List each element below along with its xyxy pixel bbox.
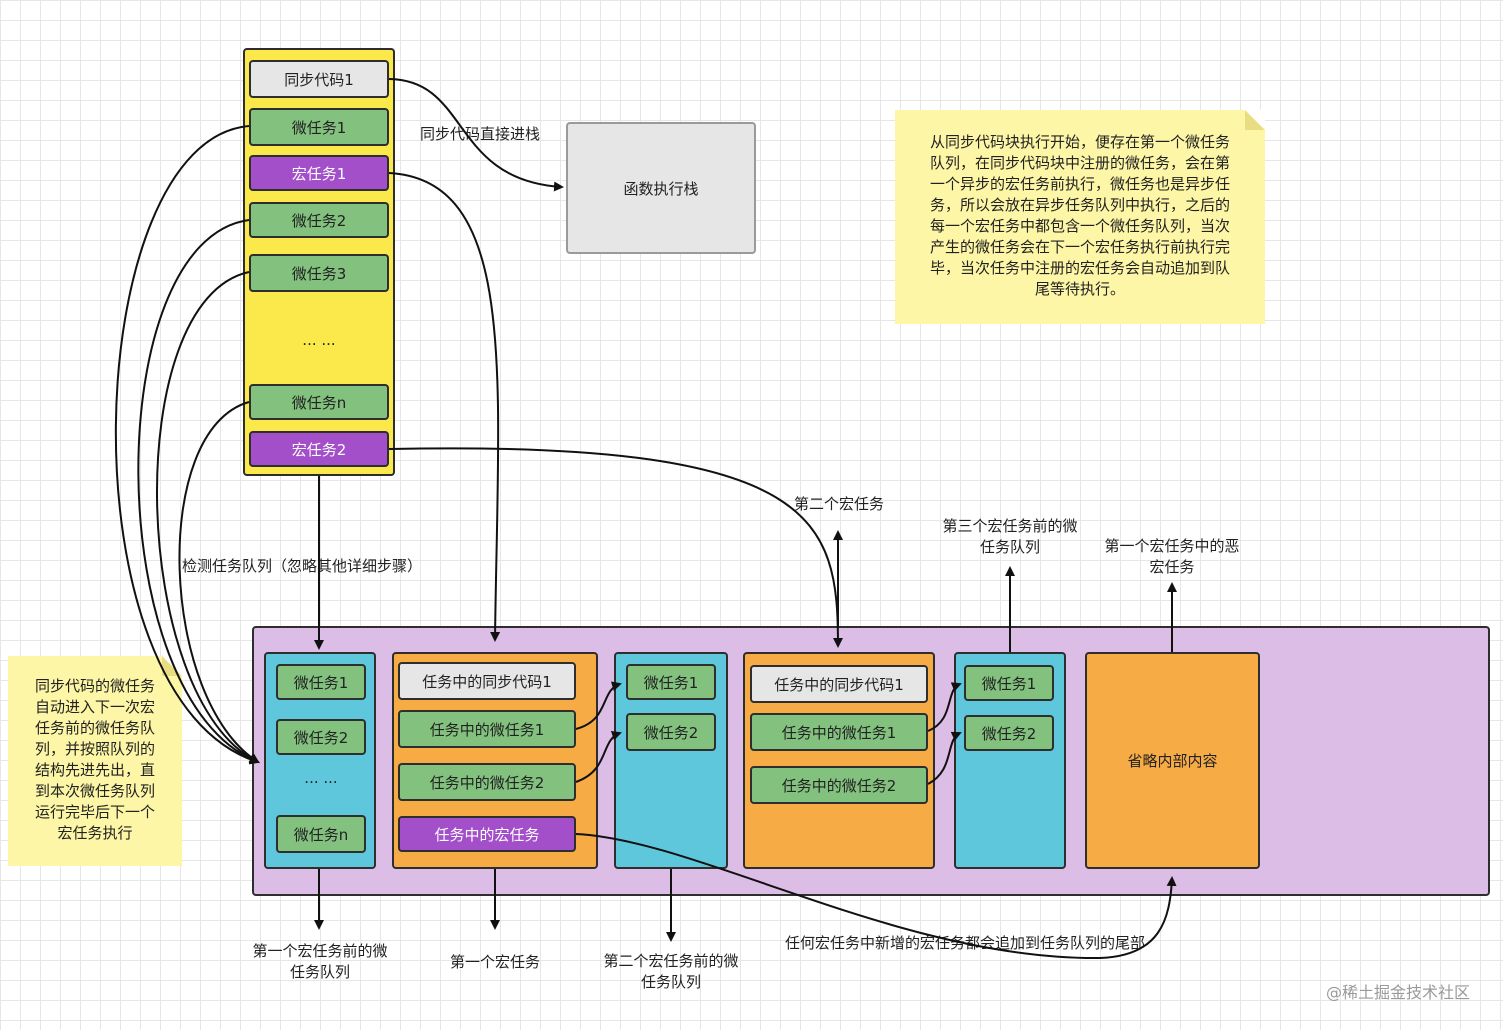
sync-item-micro-1: 微任务1 — [249, 108, 389, 146]
arrow-macro1-to-queue — [388, 172, 501, 642]
macro2-micro-2: 任务中的微任务2 — [750, 766, 928, 804]
mq1-micro-n: 微任务n — [276, 815, 366, 853]
macro1-micro-2: 任务中的微任务2 — [398, 763, 576, 801]
sync-push-label: 同步代码直接进栈 — [419, 125, 540, 143]
arrow-micro2-to-mq1 — [137, 219, 260, 764]
sync-item-micro-2: 微任务2 — [249, 202, 389, 238]
site-watermark: @稀土掘金技术社区 — [1325, 983, 1470, 1002]
arrow-sync-to-stack — [388, 78, 564, 192]
mq3-micro-1: 微任务1 — [964, 665, 1054, 701]
mq1-ellipsis: ... ... — [304, 769, 338, 787]
sync-item-sync-code-1: 同步代码1 — [249, 60, 389, 98]
mq1-micro-1: 微任务1 — [276, 664, 366, 700]
macro1-macro: 任务中的宏任务 — [398, 816, 576, 852]
label-second-micro-queue: 第二个宏任务前的微 任务队列 — [603, 952, 739, 991]
check-queue-label: 检测任务队列（忽略其他详细步骤） — [182, 557, 423, 575]
explanation-note-left: 同步代码的微任务 自动进入下一次宏 任务前的微任务队 列，并按照队列的 结构先进… — [8, 656, 182, 866]
arrow-macro2-micro2-to-mq3 — [927, 731, 962, 785]
label-first-macro: 第一个宏任务 — [449, 953, 540, 971]
arrow-micron-to-mq1 — [178, 401, 260, 764]
arrow-macro2-to-second-macro — [388, 447, 843, 648]
sync-item-ellipsis: ... ... — [302, 331, 336, 349]
function-call-stack: 函数执行栈 — [566, 122, 756, 254]
arrow-macro1-micro1-to-mq2 — [575, 681, 622, 730]
mq2-micro-1: 微任务1 — [626, 664, 716, 700]
arrow-micro3-to-mq1 — [156, 271, 260, 763]
macro1-sync-code: 任务中的同步代码1 — [398, 662, 576, 700]
arrow-macro2-micro1-to-mq3 — [927, 682, 962, 732]
note-top-fold — [1245, 110, 1265, 130]
sync-item-macro-2: 宏任务2 — [249, 431, 389, 467]
sync-item-micro-3: 微任务3 — [249, 254, 389, 292]
mq2-micro-2: 微任务2 — [626, 713, 716, 751]
macro2-sync-code: 任务中的同步代码1 — [750, 665, 928, 703]
explanation-note-top: 从同步代码块执行开始，便存在第一个微任务 队列，在同步代码块中注册的微任务，会在… — [895, 110, 1265, 324]
macro1-micro-1: 任务中的微任务1 — [398, 710, 576, 748]
arrow-micro1-to-mq1 — [114, 125, 260, 765]
arrow-macro-to-tail — [575, 833, 1177, 960]
arrow-macro1-micro2-to-mq2 — [575, 730, 622, 783]
sync-item-macro-1: 宏任务1 — [249, 155, 389, 191]
omitted-content-box: 省略内部内容 — [1085, 652, 1260, 869]
label-first-micro-queue: 第一个宏任务前的微 任务队列 — [252, 942, 388, 981]
macro2-micro-1: 任务中的微任务1 — [750, 713, 928, 751]
mq3-micro-2: 微任务2 — [964, 715, 1054, 751]
sync-item-micro-n: 微任务n — [249, 384, 389, 420]
label-second-macro: 第二个宏任务 — [793, 495, 884, 513]
label-third-micro-queue: 第三个宏任务前的微 任务队列 — [942, 517, 1078, 556]
label-evil-macro: 第一个宏任务中的恶 宏任务 — [1104, 537, 1240, 576]
mq1-micro-2: 微任务2 — [276, 719, 366, 755]
